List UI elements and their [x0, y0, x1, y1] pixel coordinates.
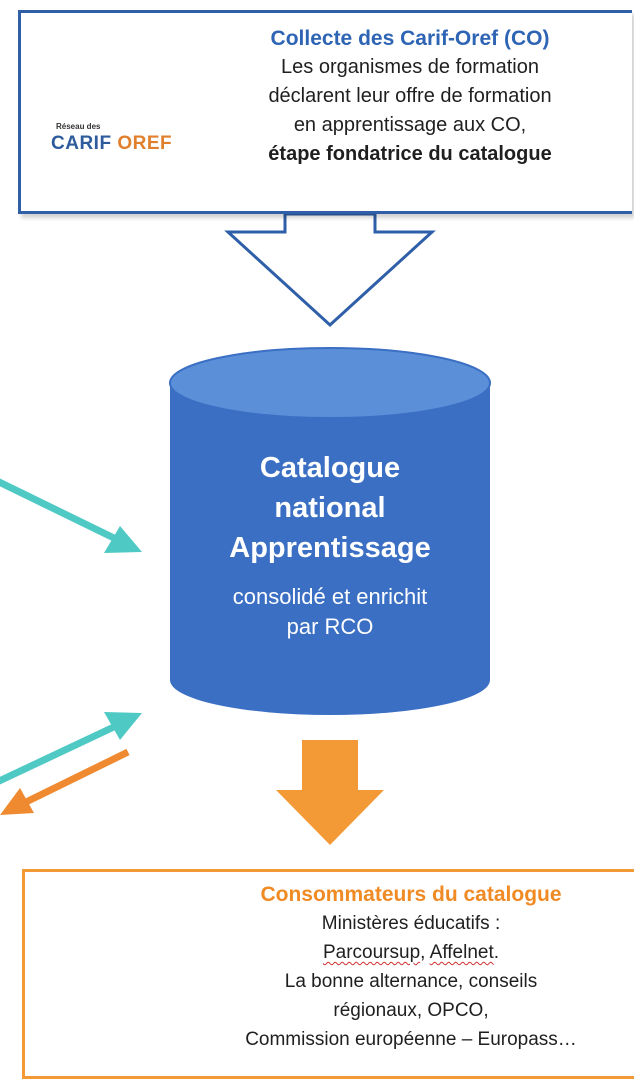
logo-word-oref: OREF	[117, 133, 173, 154]
consumers-line-2: Parcoursup, Affelnet.	[196, 938, 626, 967]
catalogue-label: Catalogue national Apprentissage consoli…	[170, 448, 490, 642]
teal-arrow-lower	[0, 712, 142, 785]
affelnet-text: Affelnet	[429, 942, 494, 963]
collect-line-1: Les organismes de formation	[281, 56, 539, 78]
consumers-line-2-sep: ,	[420, 942, 430, 963]
consumers-title: Consommateurs du catalogue	[260, 883, 562, 906]
consumers-line-3: La bonne alternance, conseils	[284, 971, 538, 992]
orange-arrow-left	[0, 748, 130, 815]
logo-small-text: Réseau des	[56, 122, 101, 131]
consumers-box	[22, 869, 634, 1079]
parcoursup-text: Parcoursup	[322, 942, 421, 963]
collect-title: Collecte des Carif-Oref (CO)	[270, 27, 550, 50]
collect-line-3: en apprentissage aux CO,	[293, 114, 527, 136]
catalogue-sub-2: par RCO	[286, 614, 374, 639]
collect-line-2: déclarent leur offre de formation	[268, 85, 552, 107]
consumers-line-2-end: .	[493, 942, 500, 963]
orange-down-arrow	[276, 740, 384, 845]
hollow-down-arrow	[224, 212, 436, 328]
carif-oref-collect-box	[18, 10, 632, 214]
catalogue-title-1: Catalogue	[259, 452, 401, 484]
consumers-line-4: régionaux, OPCO,	[333, 1000, 489, 1021]
teal-arrow-upper	[0, 478, 142, 553]
logo-word-carif: CARIF	[51, 133, 112, 154]
consumers-text: Consommateurs du catalogue Ministères éd…	[196, 880, 626, 1054]
collect-line-4: étape fondatrice du catalogue	[268, 143, 552, 165]
logo-wordmark: CARIF OREF	[51, 133, 172, 155]
catalogue-sub-1: consolidé et enrichit	[232, 584, 428, 609]
consumers-line-5: Commission européenne – Europass…	[245, 1029, 577, 1050]
catalogue-title-3: Apprentissage	[229, 532, 431, 564]
catalogue-title-2: national	[274, 492, 386, 524]
carif-oref-text: Collecte des Carif-Oref (CO) Les organis…	[220, 24, 600, 169]
database-cylinder	[169, 347, 491, 715]
consumers-line-1: Ministères éducatifs :	[321, 913, 501, 934]
